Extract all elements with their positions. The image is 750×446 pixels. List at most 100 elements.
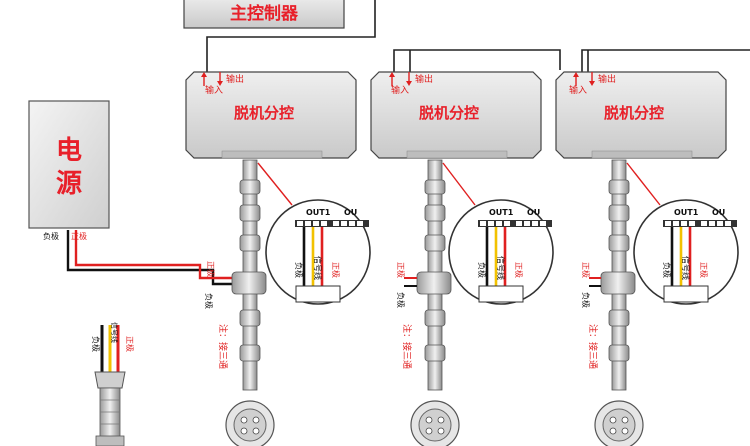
controller-1-output-label: 输出 [226,73,244,85]
cable-3-pin [609,416,617,424]
callout-1: OUT1 OU 负极 信号线 正极 [257,162,371,305]
callout-2-port-next: OU [527,208,540,217]
callout-2-port: OUT1 [489,208,514,217]
callout-3-terminal [663,220,737,227]
controller-3: 输入 输出 脱机分控 [555,71,727,159]
cable-2-pin [425,427,433,435]
cable-3-connector-d [608,309,630,327]
cable-2-negative-label: 负极 [396,292,406,308]
power-supply-char2: 源 [56,169,82,199]
cable-2-pin [425,416,433,424]
controller-2-terminal-strip [406,150,508,159]
controller-3-box [555,71,727,159]
callout-2-positive: 正极 [514,262,524,278]
callout-3-port: OUT1 [674,208,699,217]
controller-3-output-arrowhead [589,81,595,86]
controller-3-input-label: 输入 [569,84,587,96]
callout-2-terminal [478,220,552,227]
controller-1-box [185,71,357,159]
controller-2-box [370,71,542,159]
cable-1-pin [240,416,248,424]
cable-3-negative-label: 负极 [581,292,591,308]
wire-positive-label: 正极 [206,261,216,277]
cable-strip-1: 注：接三通 [217,159,275,446]
power-positive-label: 正极 [71,231,87,241]
controller-2-output-arrowhead [406,81,412,86]
cable-2-connector-c [424,234,446,252]
cable-2-pin [437,427,445,435]
cable-2-note: 注：接三通 [401,324,413,369]
main-controller: 主控制器 [183,0,345,29]
cable-3-pin [621,427,629,435]
controller-3-label: 脱机分控 [604,104,664,122]
cable-2-tee-joint [416,271,452,295]
controller-1: 输入 输出 脱机分控 [185,71,357,159]
controller-2-input-arrowhead [389,72,395,77]
controller-1-output-arrowhead [217,81,223,86]
callout-2: OUT1 OU 负极 信号线 正极 [442,162,554,305]
legend-connector-body [99,387,121,439]
cable-2-pin [437,416,445,424]
cable-1-tee-joint [231,271,267,295]
callout-1-terminal [295,220,369,227]
controller-3-input-arrowhead [573,72,579,77]
callout-3: OUT1 OU 负极 信号线 正极 [626,162,739,305]
cable-3-connector-c [608,234,630,252]
controller-3-output-label: 输出 [598,73,616,85]
main-controller-label: 主控制器 [230,3,299,24]
cable-2-plug-face [418,408,452,442]
cable-1-note: 注：接三通 [217,324,229,369]
legend-positive: 正极 [125,336,135,352]
callout-1-positive: 正极 [331,262,341,278]
cable-3-connector-b [608,204,630,222]
power-supply: 电 源 负极 正极 [28,100,110,241]
cable-2-positive-label: 正极 [396,262,406,278]
cable-3-pin [609,427,617,435]
callout-2-pointer [442,162,476,206]
callout-3-pointer [626,162,661,206]
controller-1-label: 脱机分控 [234,104,294,122]
cable-3-connector-e [608,344,630,362]
cable-1-connector-b [239,204,261,222]
cable-strip-3: 注：接三通 正极 负极 [581,159,644,446]
callout-1-port: OUT1 [306,208,331,217]
cable-1-connector-e [239,344,261,362]
cable-2-connector-b [424,204,446,222]
main-controller-box [183,0,345,29]
power-supply-char1: 电 [56,136,82,166]
callout-3-signal: 信号线 [681,256,691,280]
callout-1-pointer [257,162,293,206]
cable-1-connector-a [239,179,261,195]
cable-3-note: 注：接三通 [587,324,599,369]
legend-signal: 信号线 [110,322,119,343]
callout-1-negative: 负极 [294,262,304,278]
cable-1-connector-d [239,309,261,327]
cable-strip-2: 注：接三通 正极 负极 [396,159,460,446]
power-wires [66,230,237,286]
cable-1-pin [240,427,248,435]
cable-3-positive-label: 正极 [581,262,591,278]
controller-2-output-label: 输出 [415,73,433,85]
cable-2-connector-d [424,309,446,327]
cable-1-pin [252,427,260,435]
power-supply-box [28,100,110,229]
cable-3-tee-joint [600,271,636,295]
callout-3-negative: 负极 [662,262,672,278]
callout-3-port-next: OU [712,208,725,217]
controller-1-terminal-strip [221,150,323,159]
cable-3-pin [621,416,629,424]
cable-1-plug-face [233,408,267,442]
callout-2-negative: 负极 [477,262,487,278]
power-negative-label: 负极 [43,231,59,241]
cable-2-connector-e [424,344,446,362]
signal-bus [206,0,750,72]
controller-2-label: 脱机分控 [419,104,479,122]
controller-2-input-label: 输入 [391,84,409,96]
cable-3-connector-a [608,179,630,195]
controller-1-input-label: 输入 [205,84,223,96]
controller-1-input-arrowhead [201,72,207,77]
controller-2: 输入 输出 脱机分控 [370,71,542,159]
cable-2-connector-a [424,179,446,195]
callout-2-signal: 信号线 [496,256,506,280]
